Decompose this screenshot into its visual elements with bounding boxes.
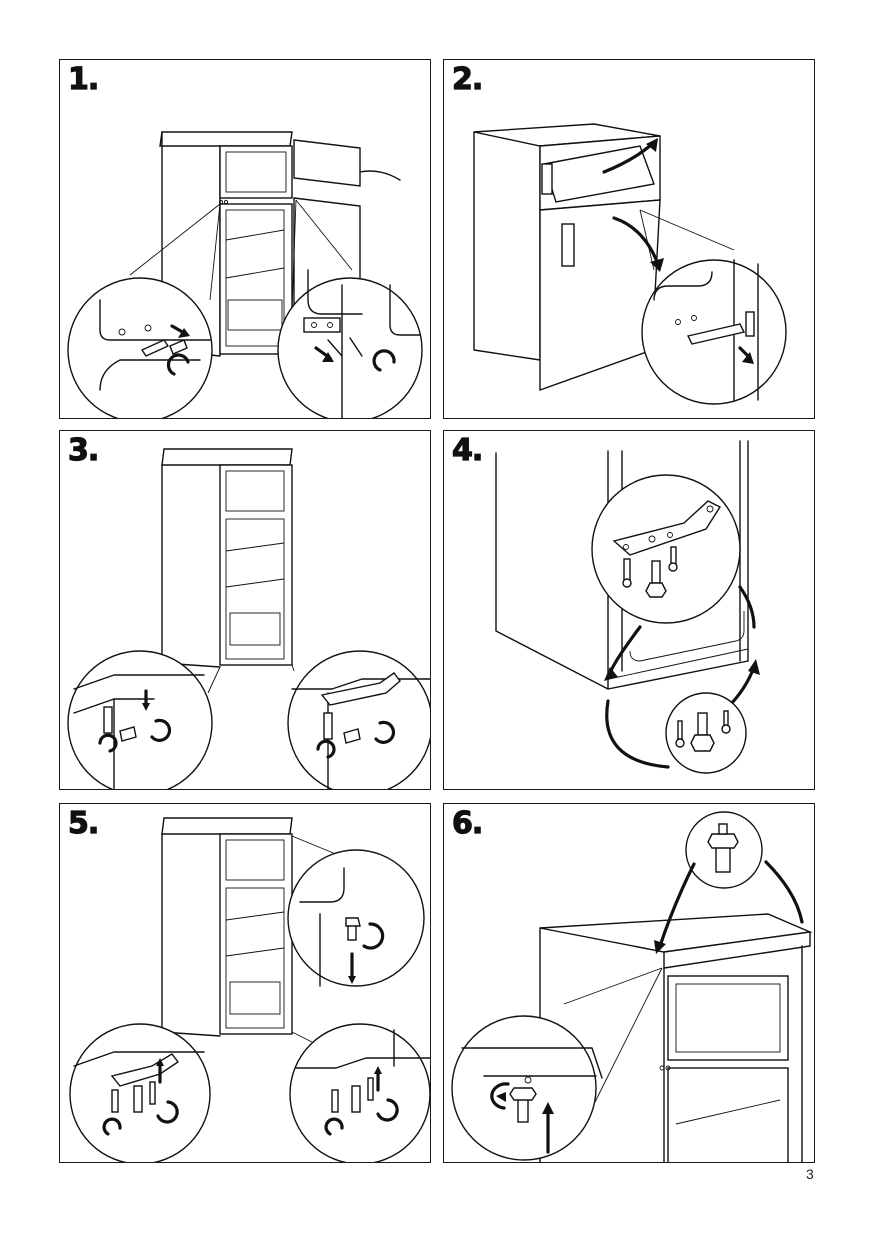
fridge-no-doors-drawing <box>161 448 293 668</box>
step-6-illustration <box>451 811 813 1162</box>
step-2-number: 2. <box>451 61 484 97</box>
detail-circle-right-bottom <box>289 1023 430 1162</box>
detail-circle-left-bottom <box>69 1023 211 1162</box>
step-3-illustration <box>67 448 430 789</box>
detail-circle-bracket <box>591 474 741 624</box>
detail-circle-left-foot <box>67 650 221 789</box>
step-1-illustration <box>67 131 423 418</box>
detail-circle-right-foot <box>287 650 430 789</box>
step-5-panel: 5. <box>59 803 431 1163</box>
detail-circle-top-hinge <box>451 967 663 1161</box>
detail-circle-left <box>67 203 221 418</box>
detail-circle-hinge-pin <box>654 811 804 954</box>
fridge-no-doors-drawing <box>161 817 293 1037</box>
step-2-panel: 2. <box>443 59 815 419</box>
detail-circle-right <box>277 199 423 418</box>
fridge-open-doors-drawing <box>159 131 401 357</box>
step-3-number: 3. <box>67 432 100 468</box>
step-1-number: 1. <box>67 61 100 97</box>
detail-circle-screws <box>665 692 747 774</box>
step-2-illustration <box>473 123 787 405</box>
step-6-panel: 6. <box>443 803 815 1163</box>
step-5-number: 5. <box>67 805 100 841</box>
step-1-panel: 1. <box>59 59 431 419</box>
detail-circle-middle-hinge <box>287 835 425 987</box>
step-6-number: 6. <box>451 805 484 841</box>
step-4-illustration <box>495 440 760 774</box>
page-number: 3 <box>806 1166 814 1182</box>
step-3-panel: 3. <box>59 430 431 790</box>
relocation-arrows <box>604 585 760 769</box>
fridge-doors-removing-drawing <box>473 123 664 391</box>
step-4-panel: 4. <box>443 430 815 790</box>
detail-circle-lower-hinge <box>639 209 787 405</box>
step-5-illustration <box>69 817 430 1162</box>
step-4-number: 4. <box>451 432 484 468</box>
